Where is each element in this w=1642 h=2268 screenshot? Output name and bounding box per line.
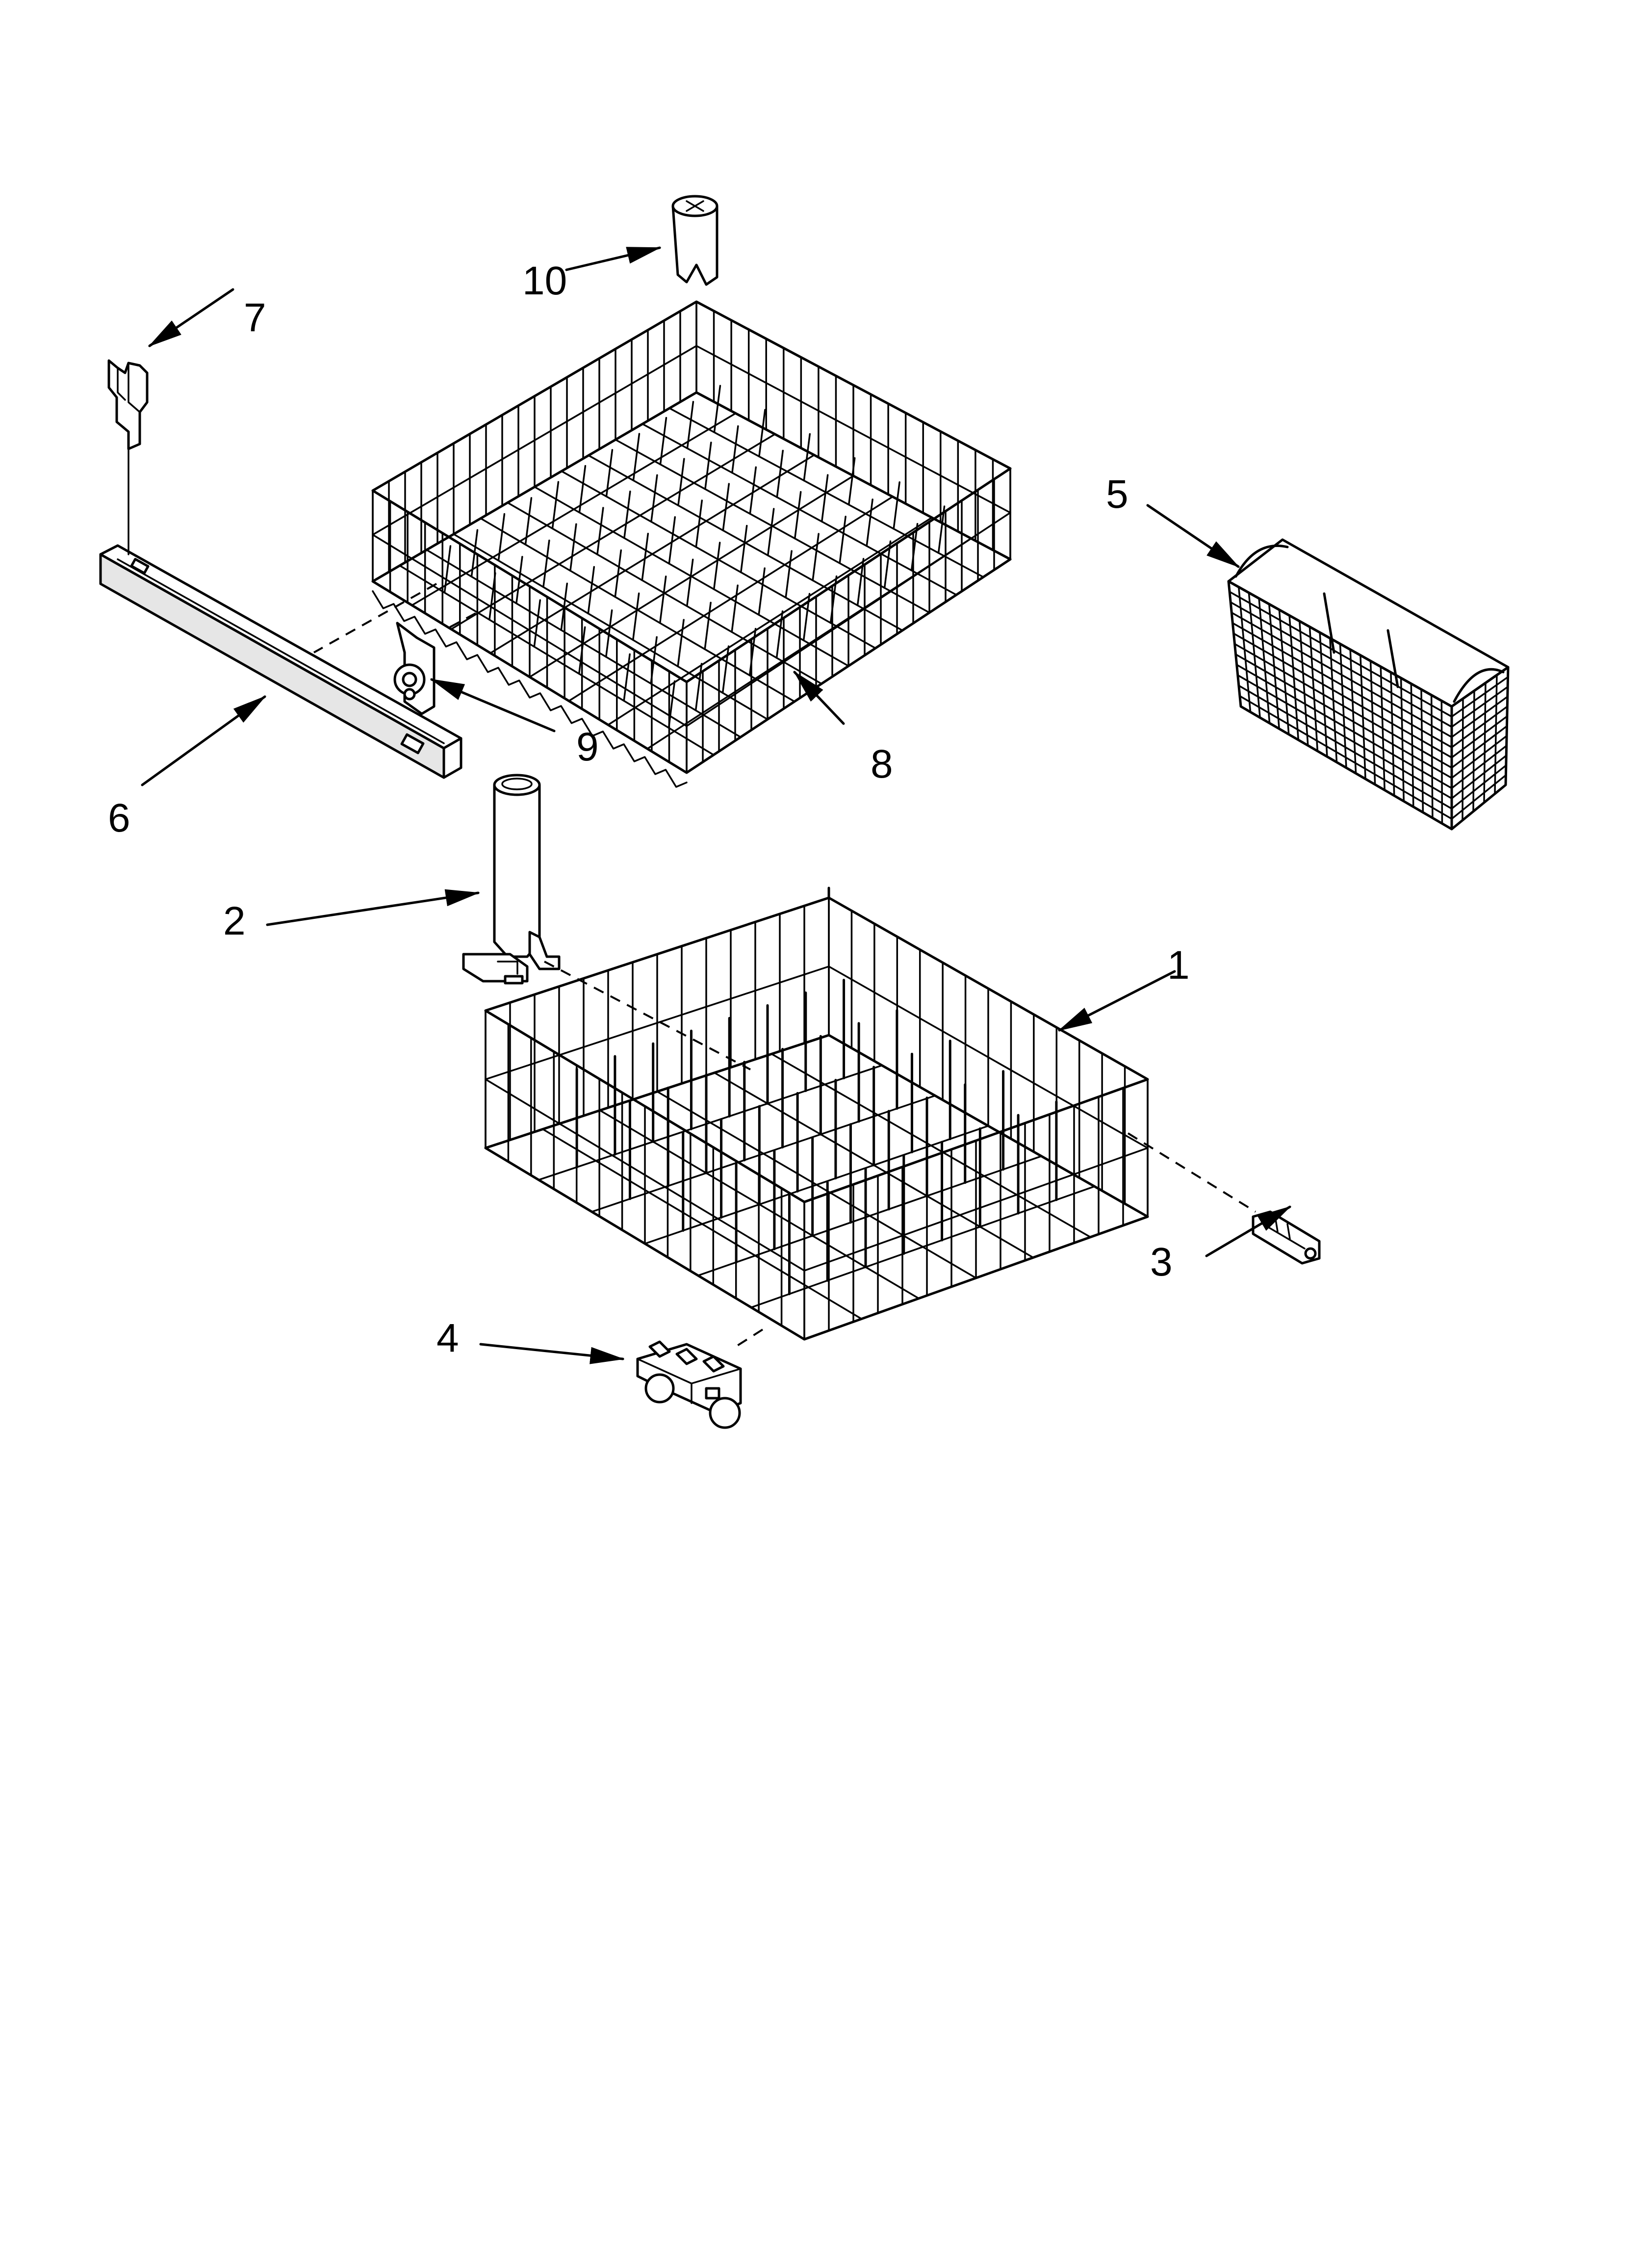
callout-4: 4 [436,1316,459,1360]
callout-1: 1 [1167,943,1190,988]
callout-2: 2 [223,899,246,943]
silverware-basket [1227,538,1510,831]
callout-10: 10 [522,259,567,303]
upper-rack [371,300,1012,788]
leader-2 [266,889,480,926]
leader-4 [479,1343,625,1364]
callout-8: 8 [871,742,893,786]
leader-1 [1057,970,1176,1032]
leader-8 [793,671,845,725]
rail-end-cap [107,359,149,555]
rack-rail [99,544,462,779]
leader-arrows [141,246,1292,1364]
callout-9: 9 [576,725,599,769]
leader-5 [1146,504,1240,568]
spray-tube-upper [671,195,718,286]
lower-rack [484,886,1149,1341]
wheel-assembly [636,1340,742,1429]
callout-6: 6 [108,796,130,840]
assembly-lines [313,583,1257,1348]
callout-5: 5 [1106,472,1129,517]
rack-stop [1252,1210,1321,1265]
callout-labels: 1 2 3 4 5 6 7 8 9 10 [108,259,1190,1360]
leader-3 [1205,1205,1292,1257]
rack-roller [393,622,436,715]
leader-9 [430,678,556,732]
spray-tube-lower [462,774,561,985]
leader-6 [141,695,266,786]
leader-10 [565,246,662,271]
callout-7: 7 [244,295,266,340]
callout-3: 3 [1150,1240,1173,1284]
leader-7 [148,288,234,347]
